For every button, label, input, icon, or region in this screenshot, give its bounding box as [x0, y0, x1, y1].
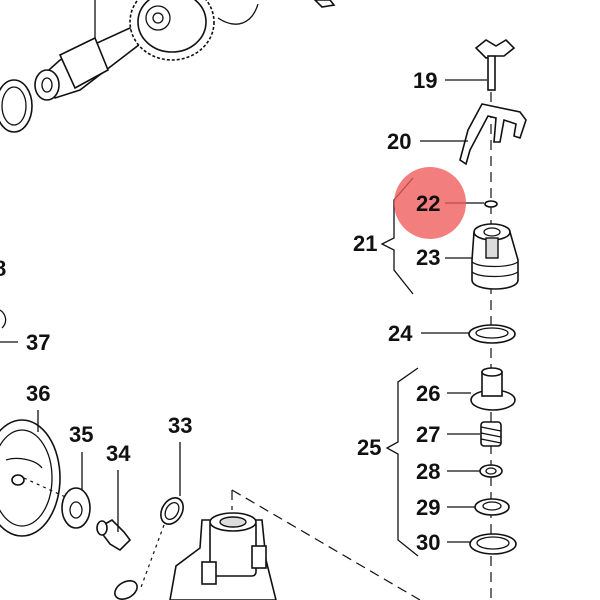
part-33-o-ring	[139, 442, 184, 591]
label-36: 36	[26, 381, 50, 406]
part-8-fragment	[0, 309, 7, 329]
label-28: 28	[416, 459, 440, 484]
part-34-bolt	[96, 470, 132, 552]
group-bracket-21	[380, 177, 414, 295]
part-30-o-ring	[447, 533, 517, 555]
label-24: 24	[388, 321, 413, 346]
part-36-diaphragm	[0, 410, 73, 537]
part-26-valve-seat	[447, 367, 516, 411]
label-35: 35	[69, 422, 93, 447]
label-37: 37	[26, 330, 50, 355]
part-27-spring	[447, 421, 502, 447]
part-35-washer	[61, 452, 91, 529]
label-29: 29	[416, 495, 440, 520]
label-27: 27	[416, 422, 440, 447]
bottom-ring	[114, 580, 138, 600]
gear-shaft-assembly	[0, 0, 259, 133]
label-25: 25	[357, 435, 381, 460]
label-23: 23	[416, 245, 440, 270]
label-34: 34	[106, 441, 131, 466]
left-bottom-assembly	[0, 309, 421, 600]
label-21: 21	[353, 231, 377, 256]
part-20-bracket	[420, 103, 527, 166]
label-26: 26	[416, 381, 440, 406]
highlight-marker	[394, 167, 466, 239]
right-assembly	[380, 38, 527, 600]
label-22[interactable]: 22	[416, 191, 440, 216]
label-19: 19	[413, 68, 437, 93]
group-bracket-25	[385, 367, 419, 557]
top-fragment	[313, 0, 336, 8]
housing-outline-top	[231, 489, 421, 600]
label-30: 30	[416, 530, 440, 555]
part-29-washer	[447, 498, 510, 516]
part-28-washer	[447, 464, 503, 478]
label-20: 20	[387, 129, 411, 154]
pump-body	[169, 512, 277, 600]
part-24-o-ring	[421, 324, 516, 344]
part-23-nozzle-cap	[445, 223, 519, 290]
label-8: 8	[0, 256, 6, 281]
part-19-wing-screw	[445, 38, 516, 91]
label-33: 33	[168, 413, 192, 438]
gear	[129, 0, 215, 61]
